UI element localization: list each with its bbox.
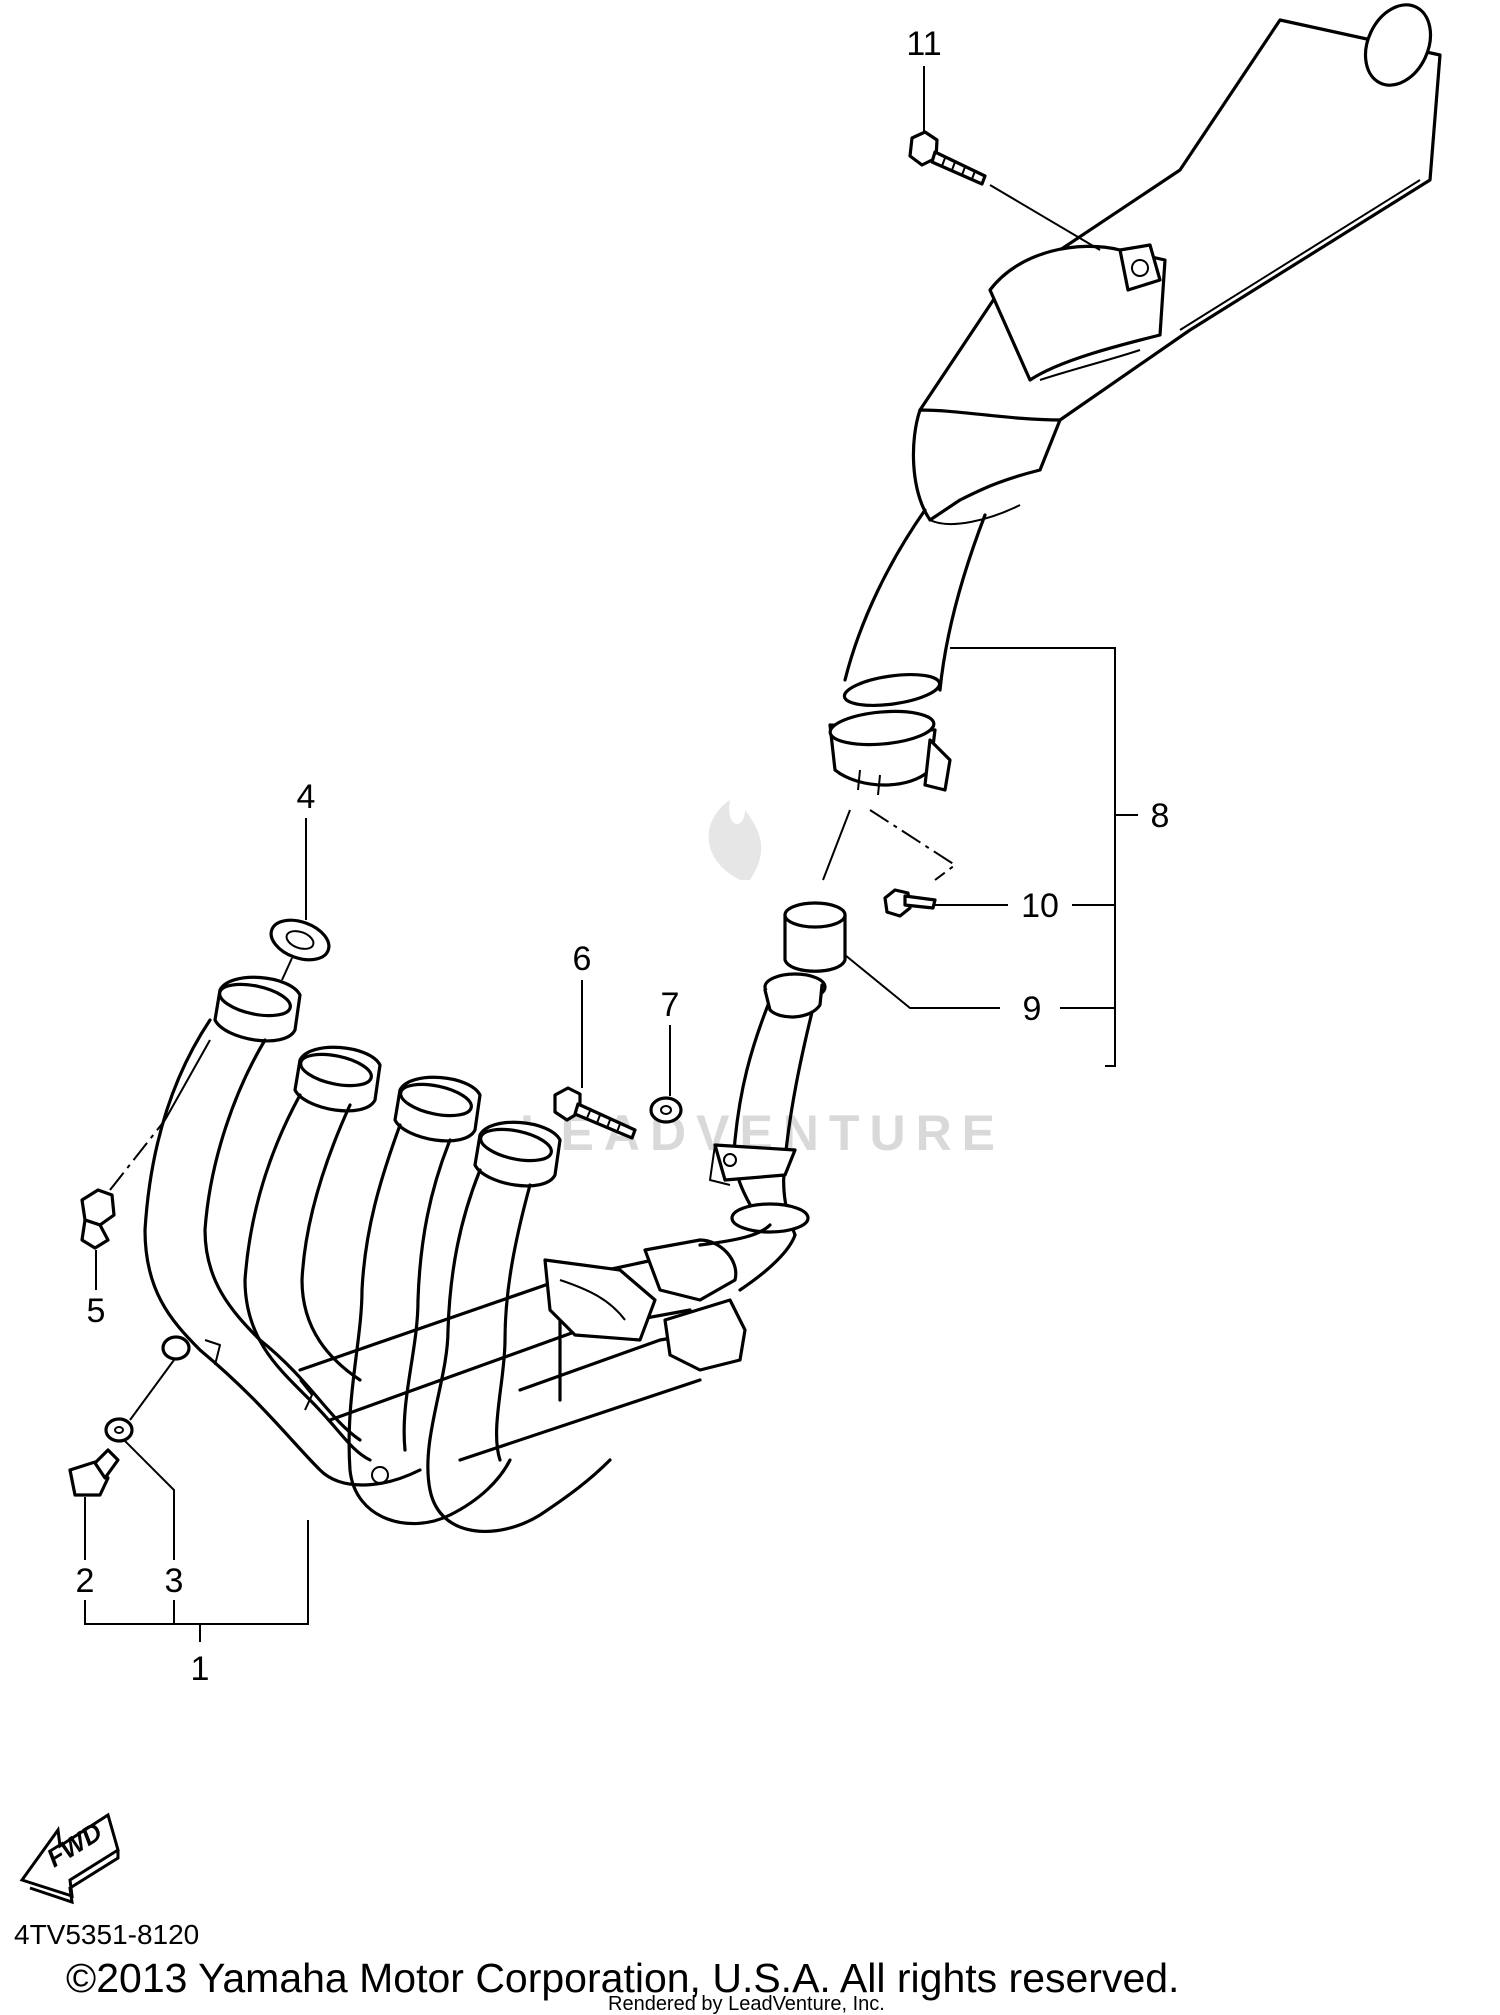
callout-2: 2: [76, 1562, 95, 1600]
callout-10: 10: [1021, 887, 1059, 925]
callout-5: 5: [87, 1292, 106, 1330]
callout-9: 9: [1023, 990, 1042, 1028]
callout-3: 3: [165, 1562, 184, 1600]
muffler: [828, 3, 1442, 796]
bolt-part-10: [869, 809, 957, 918]
gasket-part-4: [269, 918, 331, 962]
watermark-flame-icon: [708, 800, 762, 880]
callout-1: 1: [191, 1650, 210, 1688]
callout-6: 6: [573, 940, 592, 978]
bolt-part-11: [908, 130, 1101, 251]
rendered-by-notice: Rendered by LeadVenture, Inc.: [608, 1993, 885, 2015]
washer-part-3-lower: [104, 1417, 134, 1443]
link-pipe: [709, 972, 827, 1237]
watermark: LEADVENTURE: [520, 800, 995, 1161]
callout-11: 11: [906, 25, 941, 63]
washer-part-7: [649, 1096, 683, 1124]
diagram-code: 4TV5351-8120: [14, 1919, 199, 1950]
gasket-part-9: [783, 809, 851, 973]
bolt-part-2: [68, 1448, 120, 1497]
callout-7: 7: [661, 986, 680, 1024]
nut-part-5: [80, 1188, 116, 1250]
copyright-notice: ©2013 Yamaha Motor Corporation, U.S.A. A…: [66, 1955, 1179, 2001]
leader-lines: [84, 66, 1138, 1642]
bolt-part-6: [553, 1086, 637, 1140]
exhaust-header: [143, 975, 797, 1533]
callout-labels: 11 8 10 9 4 6 7 5 2 3 1: [76, 25, 1170, 1688]
washer-part-3-upper: [161, 1335, 191, 1361]
fwd-arrow-icon: FWD: [19, 1812, 120, 1905]
callout-8: 8: [1151, 797, 1170, 835]
callout-4: 4: [297, 778, 316, 816]
